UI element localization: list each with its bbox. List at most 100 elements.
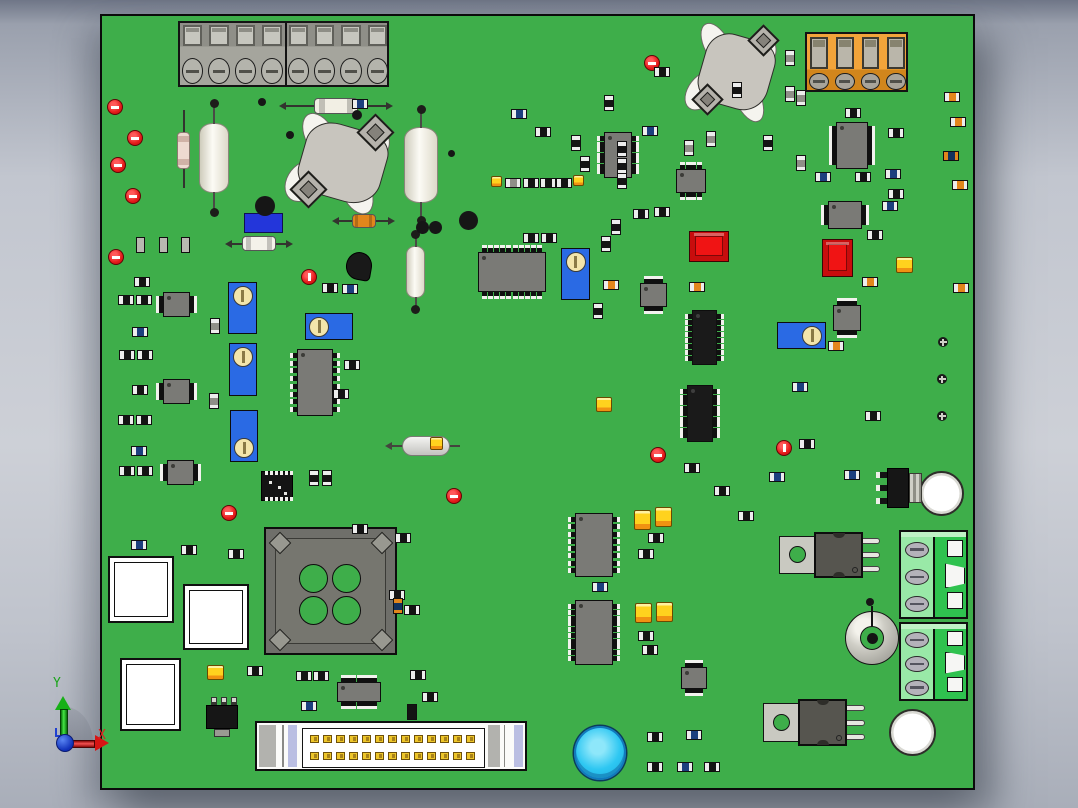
- red-led[interactable]: [822, 239, 853, 277]
- via-pad[interactable]: [258, 98, 266, 106]
- smd-component[interactable]: [342, 284, 358, 294]
- smd-component[interactable]: [137, 466, 153, 476]
- mounting-screw[interactable]: [937, 411, 947, 421]
- ic-chip[interactable]: [478, 245, 546, 299]
- smd-component[interactable]: [352, 99, 368, 109]
- smd-component[interactable]: [785, 86, 795, 102]
- smd-component[interactable]: [134, 277, 150, 287]
- via-pad[interactable]: [459, 211, 478, 230]
- adjust-screw[interactable]: [232, 286, 253, 306]
- smd-component[interactable]: [511, 109, 527, 119]
- tantalum-capacitor[interactable]: [635, 603, 652, 623]
- adjust-screw[interactable]: [565, 252, 586, 272]
- pluggable-terminal-green[interactable]: [899, 530, 968, 619]
- trimmer-potentiometer[interactable]: [230, 410, 258, 462]
- smd-component[interactable]: [647, 762, 663, 772]
- smd-component[interactable]: [888, 189, 904, 199]
- adjust-screw[interactable]: [309, 316, 329, 337]
- smd-component[interactable]: [684, 463, 700, 473]
- ic-chip[interactable]: [568, 600, 620, 665]
- test-point[interactable]: [127, 130, 143, 146]
- smd-component[interactable]: [796, 90, 806, 106]
- ic-chip[interactable]: [685, 310, 724, 365]
- smd-component[interactable]: [601, 236, 611, 252]
- terminal-screw[interactable]: [261, 58, 283, 84]
- smd-component[interactable]: [738, 511, 754, 521]
- smd-component[interactable]: [862, 277, 878, 287]
- smd-component[interactable]: [313, 671, 329, 681]
- smd-component[interactable]: [654, 67, 670, 77]
- ic-chip[interactable]: [681, 660, 707, 696]
- smd-component[interactable]: [159, 237, 168, 253]
- smd-component[interactable]: [686, 730, 702, 740]
- axial-resistor[interactable]: [279, 98, 393, 114]
- power-resistor[interactable]: [404, 105, 438, 225]
- test-point[interactable]: [301, 269, 317, 285]
- tantalum-capacitor[interactable]: [573, 175, 584, 186]
- smd-component[interactable]: [210, 318, 220, 334]
- adjust-screw[interactable]: [802, 325, 822, 346]
- smd-component[interactable]: [592, 582, 608, 592]
- smd-component[interactable]: [714, 486, 730, 496]
- smd-component[interactable]: [638, 549, 654, 559]
- tantalum-capacitor[interactable]: [207, 665, 224, 680]
- ic-chip[interactable]: [337, 675, 381, 709]
- to220-transistor[interactable]: [779, 532, 880, 578]
- plug-screw[interactable]: [905, 679, 929, 696]
- smd-component[interactable]: [689, 282, 705, 292]
- plug-screw[interactable]: [905, 656, 929, 672]
- terminal-screw[interactable]: [809, 73, 829, 90]
- smd-component[interactable]: [228, 549, 244, 559]
- smd-component[interactable]: [704, 762, 720, 772]
- smd-component[interactable]: [604, 95, 614, 111]
- smd-component[interactable]: [638, 631, 654, 641]
- trimmer-potentiometer[interactable]: [229, 343, 257, 396]
- smd-component[interactable]: [247, 666, 263, 676]
- ic-chip-qfn[interactable]: [261, 471, 293, 501]
- plug-screw[interactable]: [905, 569, 929, 585]
- smd-component[interactable]: [131, 540, 147, 550]
- terminal-screw[interactable]: [313, 58, 336, 84]
- smd-component[interactable]: [882, 201, 898, 211]
- smd-component[interactable]: [953, 283, 969, 293]
- smd-component[interactable]: [617, 173, 627, 189]
- via-pad[interactable]: [416, 221, 429, 234]
- axial-resistor[interactable]: [332, 214, 395, 228]
- ic-chip[interactable]: [676, 162, 706, 200]
- smd-component[interactable]: [763, 135, 773, 151]
- plug-screw[interactable]: [905, 596, 929, 613]
- trimmer-potentiometer[interactable]: [228, 282, 257, 334]
- smd-component[interactable]: [136, 415, 152, 425]
- smd-component[interactable]: [556, 178, 572, 188]
- ic-chip[interactable]: [680, 385, 720, 442]
- test-point[interactable]: [110, 157, 126, 173]
- smd-component[interactable]: [540, 178, 556, 188]
- smd-component[interactable]: [732, 82, 742, 98]
- smd-component[interactable]: [523, 178, 539, 188]
- smd-component[interactable]: [322, 283, 338, 293]
- smd-component[interactable]: [845, 108, 861, 118]
- smd-component[interactable]: [136, 237, 145, 253]
- trimmer-potentiometer[interactable]: [777, 322, 826, 349]
- tantalum-capacitor[interactable]: [656, 602, 673, 622]
- smd-component[interactable]: [393, 598, 403, 614]
- smd-component[interactable]: [407, 704, 417, 720]
- via-pad[interactable]: [866, 598, 874, 606]
- mounting-screw[interactable]: [937, 374, 947, 384]
- ic-chip[interactable]: [160, 460, 201, 485]
- ic-chip[interactable]: [829, 122, 875, 169]
- plug-screw[interactable]: [905, 541, 929, 558]
- smd-component[interactable]: [505, 178, 521, 188]
- smd-component[interactable]: [617, 158, 627, 174]
- test-point[interactable]: [125, 188, 141, 204]
- smd-voltage-regulator[interactable]: [876, 468, 922, 508]
- smd-component[interactable]: [344, 360, 360, 370]
- smd-component[interactable]: [209, 393, 219, 409]
- ic-chip[interactable]: [156, 379, 197, 404]
- smd-component[interactable]: [785, 50, 795, 66]
- inductor-ring[interactable]: [845, 606, 899, 665]
- adjust-screw[interactable]: [233, 347, 253, 367]
- power-resistor[interactable]: [199, 99, 229, 217]
- ic-chip[interactable]: [833, 298, 861, 338]
- smd-component[interactable]: [523, 233, 539, 243]
